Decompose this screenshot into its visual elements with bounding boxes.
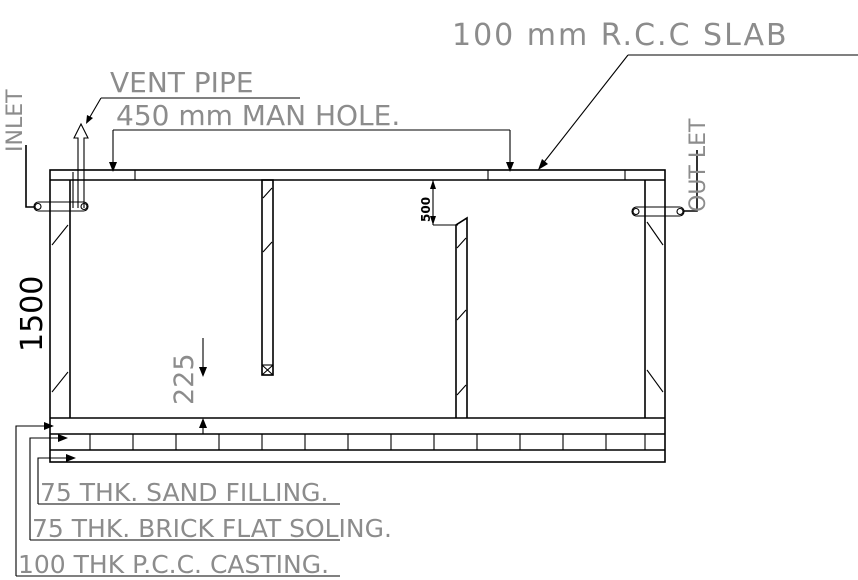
- brick-soling-callout: 75 THK. BRICK FLAT SOLING.: [32, 514, 392, 543]
- vent-pipe-label: VENT PIPE: [110, 66, 254, 99]
- brick-joints: [89, 434, 646, 450]
- inlet-pipe: [33, 201, 89, 212]
- bottom-gap-dimension: [199, 338, 207, 434]
- sand-leader: [37, 457, 68, 504]
- baffle-end-block: [261, 364, 274, 376]
- sand-filling-callout: 75 THK. SAND FILLING.: [40, 478, 328, 507]
- inlet-leader: [25, 145, 34, 208]
- pcc-leader: [15, 425, 46, 576]
- depth-dimension-label: 1500: [15, 276, 50, 352]
- tank-outline: [49, 169, 666, 463]
- hanging-baffle: [261, 179, 274, 376]
- manhole-label: 450 mm MAN HOLE.: [116, 99, 400, 132]
- brick-leader: [29, 437, 60, 540]
- bottom-layers: [50, 417, 665, 451]
- outlet-pipe: [631, 206, 685, 217]
- inlet-assembly: [25, 97, 300, 212]
- outlet-assembly: [631, 150, 698, 217]
- inlet-label: INLET: [3, 89, 28, 152]
- slab-label: 100 mm R.C.C SLAB: [452, 18, 789, 53]
- manhole-leaders: [109, 129, 514, 172]
- bottom-gap-label: 225: [169, 353, 200, 405]
- tank-structure: [49, 169, 666, 463]
- standing-baffle: [455, 216, 468, 418]
- layer-callout-leaders: [15, 422, 340, 577]
- hanging-baffle-wall: [261, 179, 274, 376]
- wall-hatching: [51, 221, 664, 393]
- vent-pipe-icon: [73, 122, 89, 208]
- baffle-gap-label: 500: [419, 197, 433, 222]
- slab-leader: [538, 54, 858, 170]
- standing-baffle-wall: [455, 216, 468, 418]
- outlet-label: OUT LET: [686, 118, 711, 212]
- pcc-casting-callout: 100 THK P.C.C. CASTING.: [18, 550, 329, 579]
- outlet-leader: [684, 150, 698, 212]
- baffle-gap-dimension: [430, 180, 458, 226]
